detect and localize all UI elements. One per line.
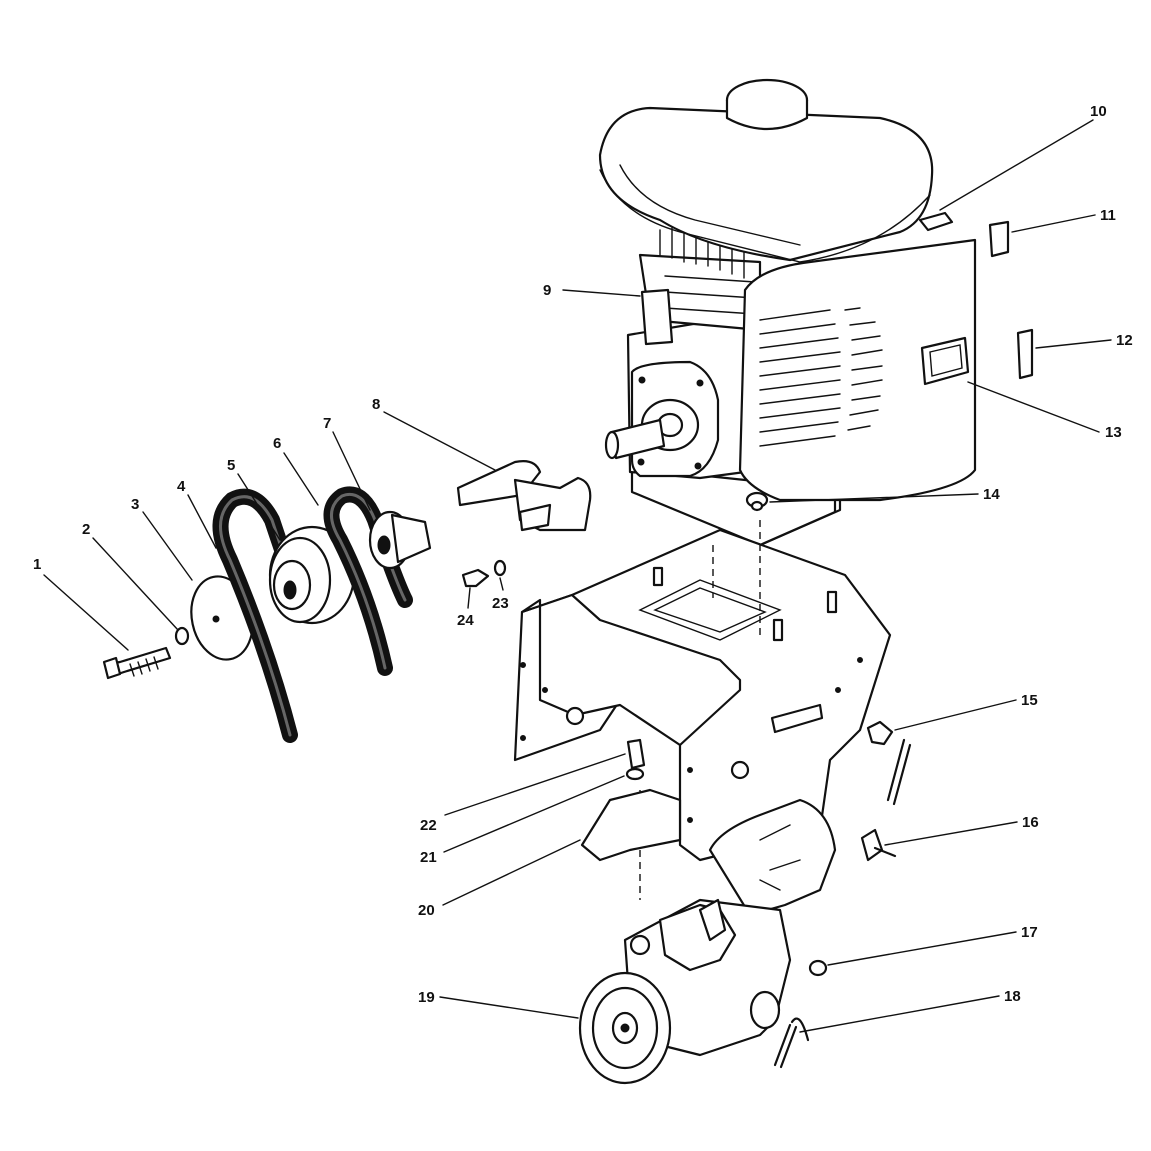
callout-3: 3 <box>131 496 139 513</box>
callout-11: 11 <box>1100 207 1116 224</box>
bracket-20 <box>580 788 682 862</box>
bolt-24 <box>461 568 490 588</box>
transmission-assembly <box>578 798 837 1085</box>
frame-assembly <box>513 520 892 900</box>
callout-21: 21 <box>420 849 437 866</box>
knob-15 <box>866 720 894 746</box>
callout-20: 20 <box>418 902 435 919</box>
callout-19: 19 <box>418 989 435 1006</box>
callout-23: 23 <box>492 595 509 612</box>
callout-10: 10 <box>1090 103 1107 120</box>
callout-7: 7 <box>323 415 331 432</box>
washer-21 <box>625 767 645 781</box>
callout-8: 8 <box>372 396 380 413</box>
callout-9: 9 <box>543 282 551 299</box>
bracket-8 <box>456 460 592 532</box>
callout-16: 16 <box>1022 814 1039 831</box>
callout-18: 18 <box>1004 988 1021 1005</box>
decal-11 <box>988 220 1010 258</box>
callout-6: 6 <box>273 435 281 452</box>
callout-13: 13 <box>1105 424 1122 441</box>
callout-24: 24 <box>457 612 474 629</box>
callout-17: 17 <box>1021 924 1038 941</box>
callout-2: 2 <box>82 521 90 538</box>
decal-10 <box>918 211 954 232</box>
callout-14: 14 <box>983 486 1000 503</box>
callout-22: 22 <box>420 817 437 834</box>
engine-assembly <box>598 78 977 547</box>
callout-15: 15 <box>1021 692 1038 709</box>
callout-labels: 1 2 3 4 5 6 7 8 9 10 11 12 13 14 15 16 1… <box>33 103 1133 1006</box>
callout-12: 12 <box>1116 332 1133 349</box>
callout-1: 1 <box>33 556 41 573</box>
callout-4: 4 <box>177 478 186 495</box>
rod-16 <box>860 738 912 862</box>
leader-lines <box>43 119 1112 1033</box>
pin-18 <box>773 1017 810 1069</box>
nut-17 <box>808 959 828 977</box>
pulley-belt-assembly <box>102 486 432 743</box>
callout-5: 5 <box>227 457 235 474</box>
washer-23 <box>493 559 507 577</box>
screw-22 <box>626 738 646 770</box>
decal-12 <box>1016 328 1034 380</box>
